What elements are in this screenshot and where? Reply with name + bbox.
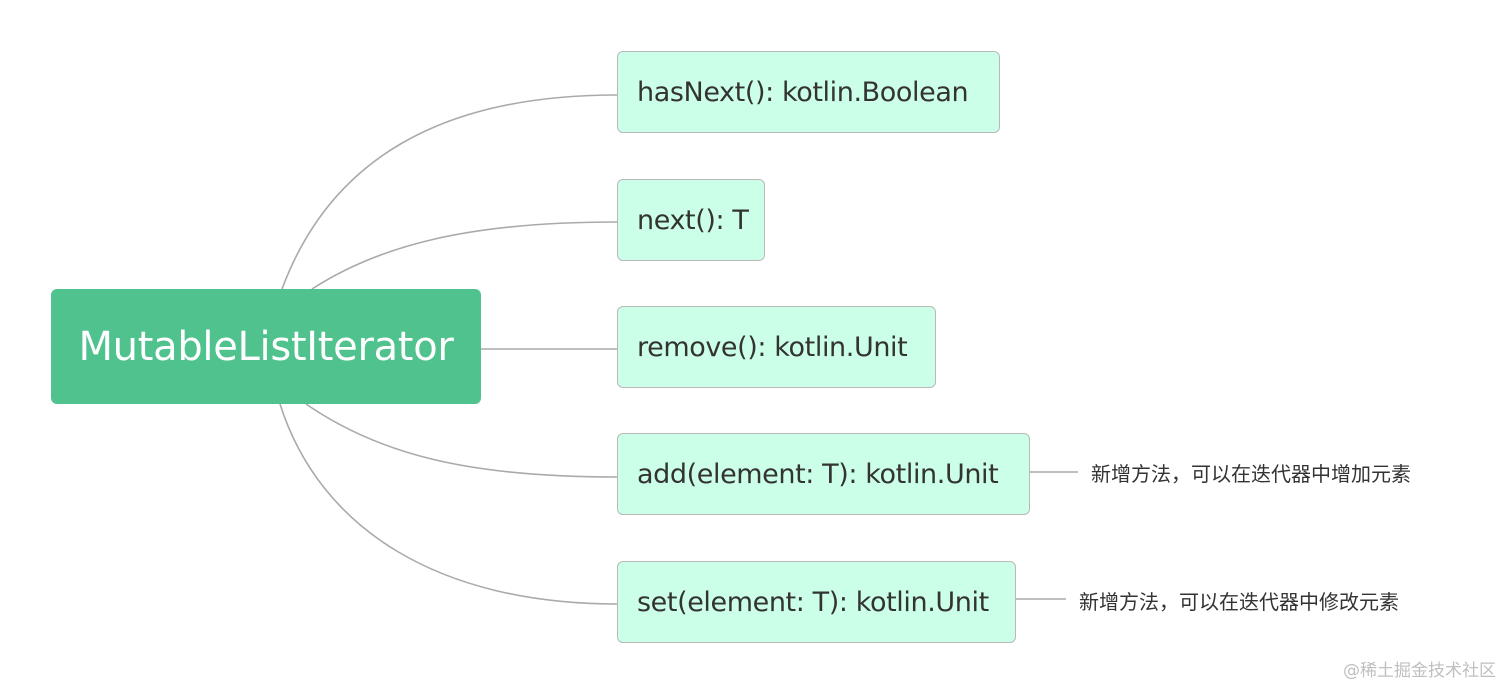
connector-next: [311, 221, 618, 290]
connector-hasnext: [281, 94, 618, 290]
node-add-label: add(element: T): kotlin.Unit: [637, 458, 999, 490]
node-add[interactable]: add(element: T): kotlin.Unit: [617, 433, 1030, 515]
node-remove[interactable]: remove(): kotlin.Unit: [617, 306, 936, 388]
node-remove-label: remove(): kotlin.Unit: [637, 331, 908, 363]
connector-add: [305, 403, 618, 478]
node-hasnext-label: hasNext(): kotlin.Boolean: [637, 76, 969, 108]
note-add: 新增方法，可以在迭代器中增加元素: [1091, 462, 1411, 486]
node-hasnext[interactable]: hasNext(): kotlin.Boolean: [617, 51, 1000, 133]
root-node[interactable]: MutableListIterator: [51, 289, 481, 404]
node-next-label: next(): T: [637, 204, 749, 236]
node-next[interactable]: next(): T: [617, 179, 765, 261]
node-set-label: set(element: T): kotlin.Unit: [637, 586, 989, 618]
connector-set: [279, 403, 618, 605]
watermark: @稀土掘金技术社区: [1343, 661, 1496, 681]
note-set: 新增方法，可以在迭代器中修改元素: [1079, 590, 1399, 614]
node-set[interactable]: set(element: T): kotlin.Unit: [617, 561, 1016, 643]
